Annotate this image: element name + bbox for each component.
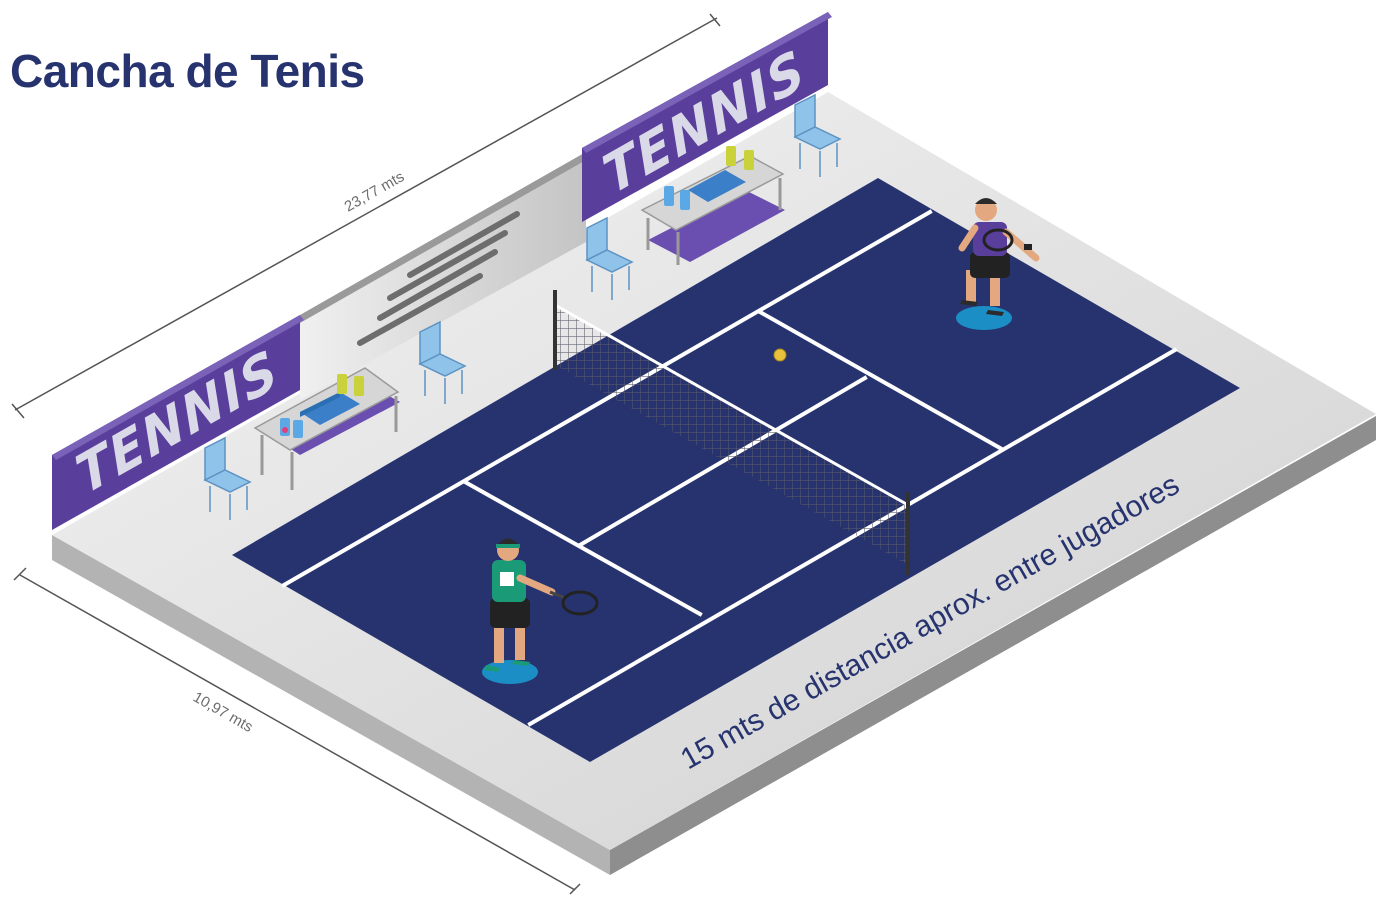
bench-right (640, 146, 785, 265)
chair-4 (793, 93, 842, 177)
chair-1 (203, 436, 252, 520)
width-dimension-line (13, 567, 581, 895)
length-dimension-line (11, 13, 721, 419)
length-label: 23,77 mts (342, 168, 408, 215)
page-title: Cancha de Tenis (10, 45, 365, 97)
width-label: 10,97 mts (190, 689, 256, 736)
tennis-net (553, 290, 910, 575)
chair-2 (418, 320, 467, 404)
player-front (482, 538, 599, 684)
player-back (956, 198, 1040, 330)
back-wall (300, 152, 586, 400)
court-lines (281, 209, 1178, 727)
tennis-ball (773, 348, 787, 362)
chair-3 (585, 216, 634, 300)
bench-left (253, 367, 400, 490)
